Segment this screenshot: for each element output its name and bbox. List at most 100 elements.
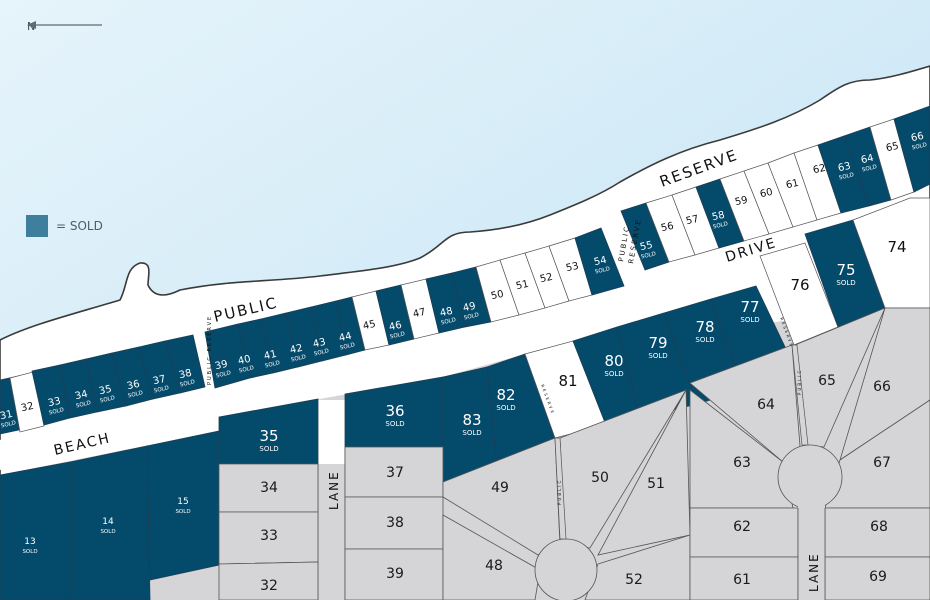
lot-rear-64[interactable]: 64 [689,344,801,463]
lot-number: 60 [759,187,774,201]
lot-number: 34 [260,480,278,496]
lot-74[interactable]: 74 [852,197,930,309]
sold-tag: SOLD [839,172,855,181]
lot-number: 36 [126,379,141,393]
lot-number: 80 [604,352,623,370]
lot-rear-50[interactable]: 50 [559,389,687,549]
lot-number: 64 [860,153,875,167]
lot-rear-69[interactable]: 69 [824,556,930,600]
sold-tag: SOLD [695,336,714,344]
lot-number: 33 [260,528,278,544]
legend-sold-label: = SOLD [56,219,103,233]
lot-rear-34[interactable]: 34 [218,463,319,513]
lot-rear-51[interactable]: 51 [597,388,691,556]
lot-shape[interactable] [597,388,691,556]
lot-shape[interactable] [164,334,206,394]
lot-number: 81 [558,372,577,390]
lot-number: 15 [177,497,188,507]
lot-number: 68 [870,519,888,535]
lot-rear-65[interactable]: 65 [794,307,886,448]
lot-number: 55 [639,240,654,254]
lot-60[interactable]: 60 [743,162,794,235]
lot-number: 54 [593,255,608,269]
lot-number: 65 [885,141,900,155]
lot-number: 33 [47,396,62,410]
lot-52[interactable]: 52 [524,245,570,309]
lot-rear-68[interactable]: 68 [824,507,930,558]
legend: = SOLD [26,215,103,237]
lot-rear-48[interactable]: 48 [442,514,541,600]
lot-shape[interactable] [574,227,625,296]
arrow-left-icon [27,21,102,29]
lot-51[interactable]: 51 [499,252,546,316]
lot-rear-32[interactable]: 32 [218,561,319,600]
lot-number: 56 [660,221,675,235]
sold-tag: SOLD [340,342,356,351]
lot-rear-63[interactable]: 63 [689,389,794,509]
lot-shape[interactable] [839,307,930,461]
lot-shape[interactable] [852,197,930,309]
lot-65[interactable]: 65 [869,118,915,201]
lot-rear-37[interactable]: 37 [344,446,444,498]
lot-number: 14 [102,517,114,527]
lot-shape[interactable] [0,461,71,600]
lot-shape[interactable] [69,445,151,600]
lot-50[interactable]: 50 [475,259,520,323]
lot-rear-61[interactable]: 61 [689,556,799,600]
sold-tag: SOLD [462,429,481,437]
lot-number: 50 [591,470,609,486]
lot-number: 45 [362,319,377,333]
walkway-label-left: PUBLIC [557,479,562,505]
lot-number: 46 [388,320,403,334]
lot-number: 13 [24,537,35,547]
sold-tag: SOLD [100,395,116,404]
lot-number: 44 [338,331,353,345]
cul-de-sac-right [777,444,843,510]
lot-number: 35 [98,384,113,398]
sold-tag: SOLD [912,142,928,151]
lot-shape[interactable] [344,548,444,600]
lot-shape[interactable] [442,514,541,600]
lot-rear-38[interactable]: 38 [344,496,444,550]
lot-shape[interactable] [218,561,319,600]
lot-number: 57 [685,214,700,228]
lot-number: 39 [386,566,404,582]
lot-shape[interactable] [893,105,930,193]
lot-81[interactable]: 81 [524,340,607,439]
lot-45[interactable]: 45 [351,290,390,351]
lot-number: 62 [733,519,751,535]
lot-number: 63 [733,455,751,471]
sold-tag: SOLD [180,379,196,388]
lot-rear-66[interactable]: 66 [839,307,930,461]
lot-number: 63 [837,161,852,175]
lot-shape[interactable] [689,556,799,600]
sold-tag: SOLD [740,316,759,324]
lot-shape[interactable] [689,344,801,463]
sold-tag: SOLD [595,266,611,275]
lot-rear-39[interactable]: 39 [344,548,444,600]
lot-rear-33[interactable]: 33 [218,511,319,565]
sold-tag: SOLD [464,312,480,321]
sold-tag: SOLD [713,221,729,230]
lot-rear-62[interactable]: 62 [689,507,799,558]
